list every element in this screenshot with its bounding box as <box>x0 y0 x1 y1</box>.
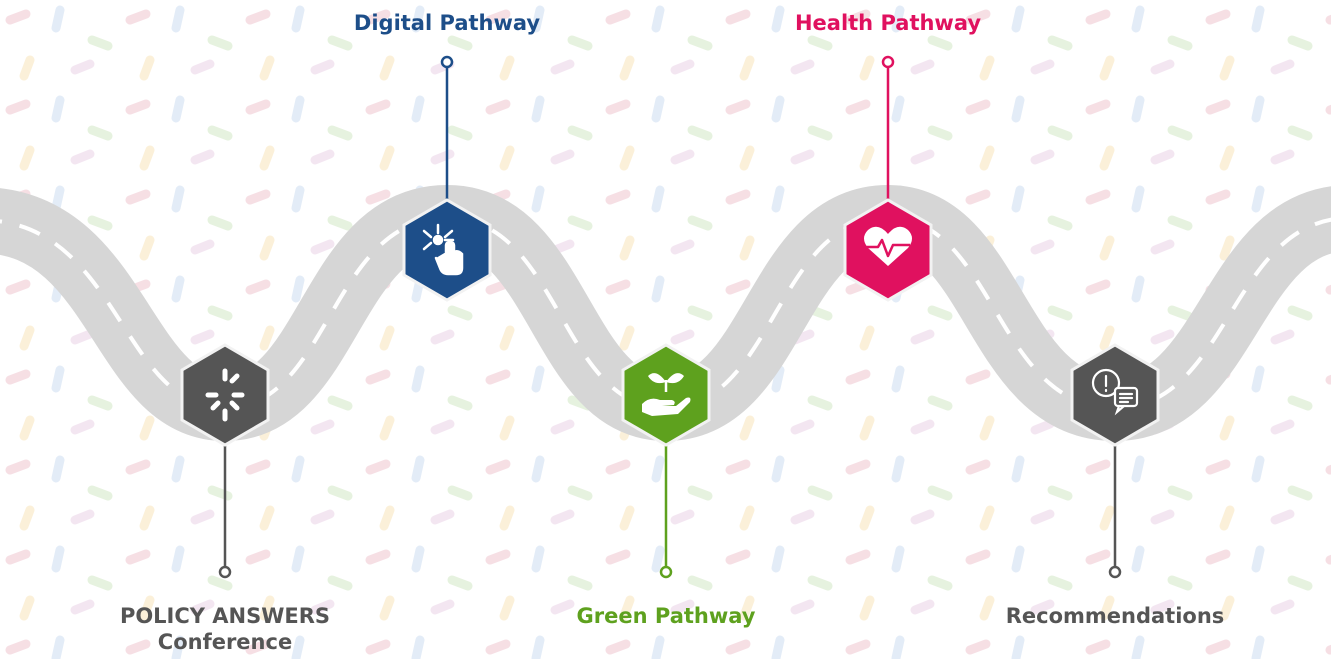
milestone-green <box>621 343 711 579</box>
connector-dot <box>659 565 673 579</box>
label-health-pathway: Health Pathway <box>795 10 981 36</box>
milestone-conference <box>180 343 270 579</box>
milestone-recommendations <box>1070 343 1160 579</box>
hand-plant-icon <box>642 373 691 416</box>
milestone-hex <box>180 343 270 447</box>
label-green-pathway: Green Pathway <box>577 603 756 629</box>
label-line: Green Pathway <box>576 604 756 628</box>
label-digital-pathway: Digital Pathway <box>354 10 540 36</box>
label-line: Digital Pathway <box>353 11 541 35</box>
connector-dot <box>1108 565 1122 579</box>
alert-chat-icon <box>1091 368 1139 416</box>
milestone-hex <box>621 343 711 447</box>
heart-pulse-icon <box>864 226 912 266</box>
connector-dot <box>218 565 232 579</box>
label-policy-answers-conference: POLICY ANSWERS Conference <box>120 603 330 655</box>
label-line: Health Pathway <box>794 11 982 35</box>
connector-dot <box>881 55 895 69</box>
touch-network-icon <box>422 223 464 276</box>
milestone-health <box>843 55 933 302</box>
loading-spinner-icon <box>205 368 245 422</box>
label-line: Recommendations <box>1005 604 1225 628</box>
label-recommendations: Recommendations <box>1006 603 1225 629</box>
connector-dot <box>440 55 454 69</box>
milestone-digital <box>402 55 492 302</box>
label-line: POLICY ANSWERS <box>119 604 331 628</box>
label-line: Conference <box>157 630 293 654</box>
